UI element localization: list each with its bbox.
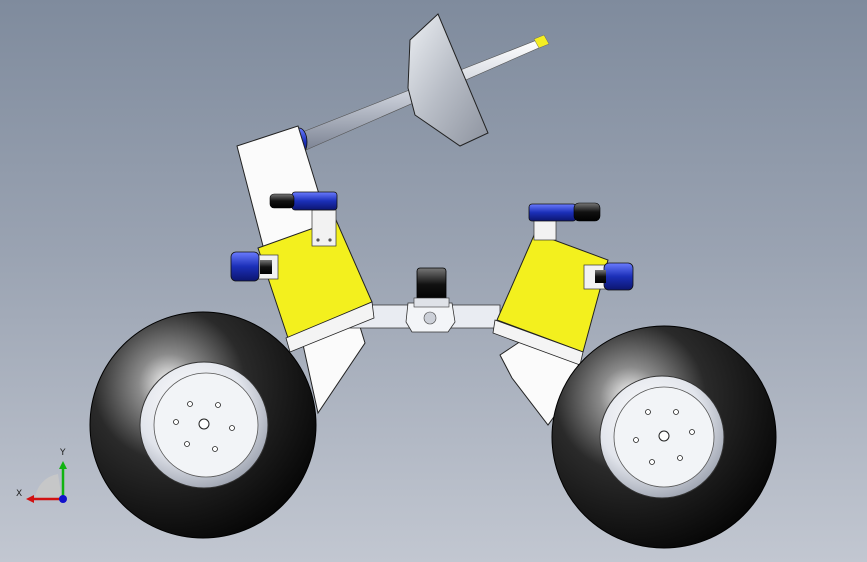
triad-y-arrowhead (59, 461, 67, 469)
left-lug-bolt (173, 419, 179, 425)
right-upper-motor-shaft (573, 202, 601, 222)
left-wheel[interactable] (89, 311, 317, 539)
center-motor (416, 267, 447, 302)
left-lug-bolt (215, 402, 221, 408)
antenna-assembly[interactable] (290, 13, 550, 157)
triad-backdrop (35, 474, 62, 500)
right-side-motor-coupler (595, 270, 606, 283)
right-lug-bolt (689, 429, 695, 435)
antenna-dish (407, 13, 489, 147)
left-lug-bolt (184, 441, 190, 447)
left-body-module[interactable] (230, 191, 375, 353)
left-bracket-bolt (328, 238, 332, 242)
left-lug-bolt (187, 401, 193, 407)
right-wheel[interactable] (551, 325, 777, 549)
coordinate-triad-icon: X Y (16, 448, 67, 503)
antenna-tip (533, 34, 550, 49)
left-mount-bracket-top (311, 209, 337, 247)
right-lug-bolt (645, 409, 651, 415)
left-lug-bolt (212, 446, 218, 452)
left-upper-motor-housing (291, 191, 338, 211)
left-side-motor (230, 251, 260, 282)
left-upper-motor-shaft (269, 193, 295, 209)
left-side-motor-coupler (260, 260, 272, 274)
triad-x-label: X (16, 489, 22, 499)
right-lug-bolt (673, 409, 679, 415)
right-lug-bolt (677, 455, 683, 461)
center-axle[interactable] (339, 267, 501, 333)
axle-hub-bolt (423, 311, 437, 325)
right-body-module[interactable] (492, 202, 634, 366)
left-hub-bolt (198, 418, 210, 430)
right-side-motor (603, 262, 634, 291)
right-hub-bolt (658, 430, 670, 442)
right-upper-motor-housing (528, 203, 577, 222)
center-motor-base (413, 297, 450, 308)
right-lug-bolt (633, 437, 639, 443)
left-lower-plate (285, 301, 375, 353)
triad-x-arrowhead (26, 495, 34, 503)
triad-y-label: Y (59, 448, 66, 458)
right-lug-bolt (649, 459, 655, 465)
left-bracket-bolt (316, 238, 320, 242)
left-lug-bolt (229, 425, 235, 431)
triad-z-axis (59, 495, 67, 503)
